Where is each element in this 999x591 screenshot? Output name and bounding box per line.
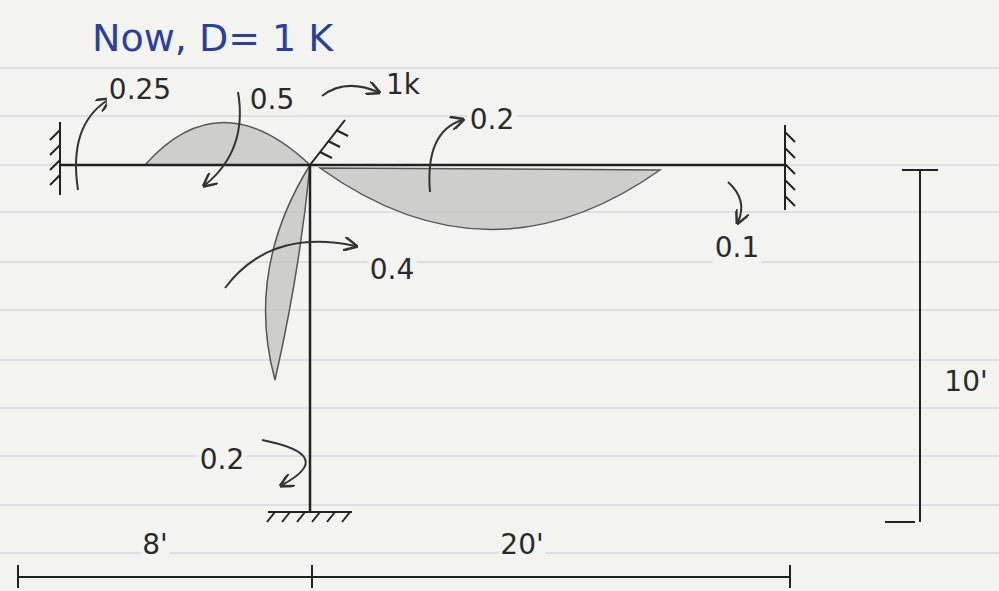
- moment-value: 0.25: [107, 75, 173, 106]
- fixed-supports: [50, 120, 795, 522]
- dimension-lines: [18, 170, 938, 588]
- moment-value: 0.5: [248, 85, 297, 116]
- moment-arrows: [76, 86, 741, 485]
- dimension-text: 10': [942, 367, 989, 398]
- dimension-text: 8': [140, 530, 170, 561]
- heading-note: Now, D= 1 K: [90, 18, 335, 60]
- applied-moment: 1k: [384, 70, 422, 101]
- moment-value: 0.2: [198, 445, 247, 476]
- moment-value: 0.1: [713, 233, 762, 264]
- ruled-lines: [0, 68, 999, 553]
- deflected-shape: [145, 123, 660, 381]
- dimension-text: 20': [498, 530, 545, 561]
- moment-value: 0.4: [368, 255, 417, 286]
- frame-members: [60, 165, 785, 512]
- moment-value: 0.2: [468, 105, 517, 136]
